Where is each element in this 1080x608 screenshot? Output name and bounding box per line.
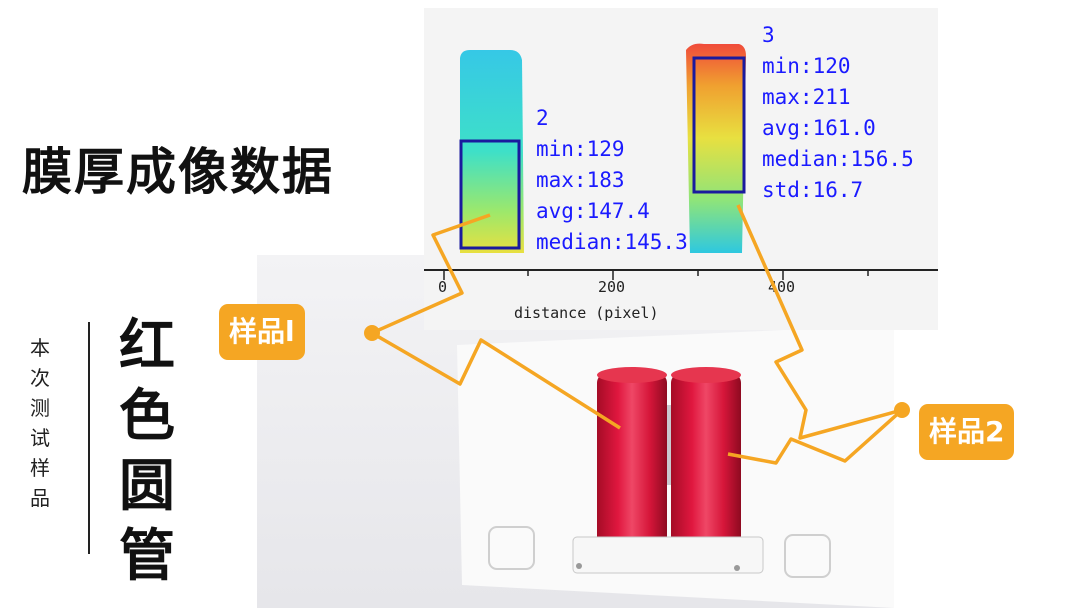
heatmap-right [686, 43, 746, 253]
x-tick-0: 0 [438, 278, 448, 296]
callout-sample-2: 样品2 [919, 404, 1015, 460]
thickness-plot: 2 min:129 max:183 avg:147.4 median:145.3 3 mi… [424, 8, 938, 330]
roi-right-stats: 3 min:120 max:211 avg:161.0 median:156.5 std:… [762, 20, 914, 206]
page-title: 膜厚成像数据 [22, 143, 334, 201]
roi-right-std: std:16.7 [762, 178, 864, 202]
roi-left-id: 2 [536, 106, 549, 130]
roi-box-right [692, 56, 746, 194]
sample-name: 红色圆管 [119, 314, 175, 589]
vertical-divider [88, 322, 90, 554]
roi-right-id: 3 [762, 23, 775, 47]
roi-right-max: max:211 [762, 85, 851, 109]
roi-left-stats: 2 min:129 max:183 avg:147.4 median:145.3 [536, 103, 688, 258]
roi-box-left [459, 139, 521, 250]
roi-left-max: max:183 [536, 168, 625, 192]
roi-right-median: median:156.5 [762, 147, 914, 171]
side-caption: 本次测试样品 [30, 336, 50, 510]
roi-left-median: median:145.3 [536, 230, 688, 254]
roi-right-avg: avg:161.0 [762, 116, 876, 140]
callout-sample-1: 样品l [219, 304, 305, 360]
roi-left-avg: avg:147.4 [536, 199, 650, 223]
roi-left-min: min:129 [536, 137, 625, 161]
roi-right-min: min:120 [762, 54, 851, 78]
x-axis-label: distance (pixel) [514, 304, 659, 322]
x-tick-200: 200 [598, 278, 626, 296]
heatmap-left [460, 50, 524, 253]
